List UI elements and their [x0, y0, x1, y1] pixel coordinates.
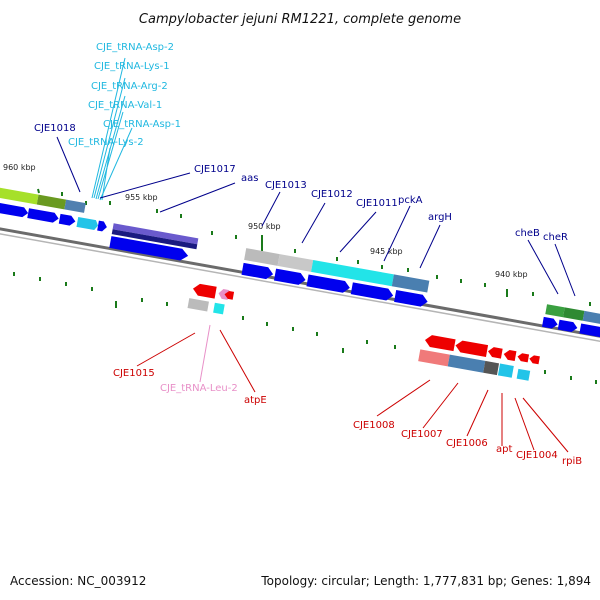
- feature-bar[interactable]: [311, 260, 394, 287]
- feature-bar[interactable]: [418, 349, 450, 367]
- feature-bar[interactable]: [213, 302, 225, 315]
- gene-arrow[interactable]: [0, 202, 29, 218]
- scale-label-950: 950 kbp: [248, 222, 281, 231]
- gene-arrow[interactable]: [97, 220, 108, 232]
- gene-arrow[interactable]: [394, 290, 429, 308]
- feature-bar[interactable]: [277, 254, 314, 272]
- gene-arrow-reverse[interactable]: [192, 283, 217, 299]
- feature-bar[interactable]: [244, 248, 280, 266]
- gene-arrow-reverse[interactable]: [517, 353, 530, 363]
- gene-label-cje1017[interactable]: CJE1017: [194, 164, 236, 175]
- feature-bar[interactable]: [391, 274, 430, 293]
- feature-bar[interactable]: [112, 223, 199, 245]
- gene-label-cheb[interactable]: cheB: [515, 228, 540, 239]
- gene-label-cje1012[interactable]: CJE1012: [311, 189, 353, 200]
- gene-label-cje1018[interactable]: CJE1018: [34, 123, 76, 134]
- gene-arrow-reverse[interactable]: [424, 334, 456, 352]
- map-title: Campylobacter jejuni RM1221, complete ge…: [139, 12, 461, 27]
- feature-bar[interactable]: [516, 368, 531, 381]
- gene-arrow[interactable]: [350, 282, 394, 301]
- feature-bar[interactable]: [497, 363, 514, 378]
- feature-bar[interactable]: [111, 229, 198, 250]
- feature-bar[interactable]: [447, 354, 486, 373]
- gene-arrow-reverse[interactable]: [503, 349, 517, 362]
- gene-label-trna-arg-2[interactable]: CJE_tRNA-Arg-2: [91, 81, 168, 92]
- gene-arrow[interactable]: [27, 208, 59, 223]
- gene-arrow[interactable]: [58, 213, 77, 227]
- scale-label-960: 960 kbp: [3, 163, 36, 172]
- gene-label-trna-asp-2[interactable]: CJE_tRNA-Asp-2: [96, 42, 174, 53]
- accession-text: Accession: NC_003912: [10, 574, 146, 588]
- gene-label-rpib[interactable]: rpiB: [562, 456, 582, 467]
- gene-label-cje1013[interactable]: CJE1013: [265, 180, 307, 191]
- gene-label-cje1011[interactable]: CJE1011: [356, 198, 398, 209]
- feature-bar[interactable]: [64, 199, 86, 213]
- gene-label-atpe[interactable]: atpE: [244, 395, 267, 406]
- scale-label-940: 940 kbp: [495, 270, 528, 279]
- gene-label-trna-lys-2[interactable]: CJE_tRNA-Lys-2: [68, 137, 144, 148]
- gene-label-trna-val-1[interactable]: CJE_tRNA-Val-1: [88, 100, 162, 111]
- gene-label-cje1004[interactable]: CJE1004: [516, 450, 558, 461]
- gene-label-cher[interactable]: cheR: [543, 232, 568, 243]
- gene-label-trna-asp-1[interactable]: CJE_tRNA-Asp-1: [103, 119, 181, 130]
- gene-arrow-reverse[interactable]: [224, 290, 235, 300]
- gene-label-trna-leu-2[interactable]: CJE_tRNA-Leu-2: [160, 383, 238, 394]
- gene-arrow-reverse[interactable]: [529, 355, 540, 365]
- feature-bar[interactable]: [582, 310, 600, 325]
- gene-label-trna-lys-1[interactable]: CJE_tRNA-Lys-1: [94, 61, 170, 72]
- gene-label-apt[interactable]: apt: [496, 444, 512, 455]
- reverse-features: [187, 283, 540, 381]
- scale-label-955: 955 kbp: [125, 193, 158, 202]
- gene-label-cje1008[interactable]: CJE1008: [353, 420, 395, 431]
- callout-lines: [56, 57, 576, 453]
- feature-bar[interactable]: [0, 187, 39, 205]
- gene-label-argh[interactable]: argH: [428, 212, 452, 223]
- gene-label-aas[interactable]: aas: [241, 173, 258, 184]
- scale-ticks: [13, 188, 597, 384]
- gene-arrow[interactable]: [557, 319, 578, 333]
- gene-arrow[interactable]: [306, 274, 350, 293]
- feature-bar[interactable]: [483, 360, 500, 376]
- trna-arrows[interactable]: [76, 216, 99, 231]
- feature-bar[interactable]: [545, 304, 565, 318]
- feature-bar[interactable]: [563, 307, 585, 321]
- scale-label-945: 945 kbp: [370, 247, 403, 256]
- gene-label-cje1007[interactable]: CJE1007: [401, 429, 443, 440]
- gene-arrow[interactable]: [273, 268, 307, 286]
- gene-label-cje1015[interactable]: CJE1015: [113, 368, 155, 379]
- gene-label-pcka[interactable]: pckA: [398, 195, 423, 206]
- gene-arrow[interactable]: [241, 262, 274, 280]
- gene-arrow-reverse[interactable]: [454, 340, 489, 357]
- gene-arrow[interactable]: [109, 236, 189, 262]
- genome-backbone: [0, 227, 600, 342]
- feature-bar[interactable]: [36, 194, 67, 210]
- genome-summary-text: Topology: circular; Length: 1,777,831 bp…: [260, 574, 591, 588]
- feature-bar[interactable]: [187, 298, 209, 312]
- forward-features: [0, 187, 600, 338]
- gene-arrow-reverse[interactable]: [487, 346, 503, 359]
- gene-label-cje1006[interactable]: CJE1006: [446, 438, 488, 449]
- gene-arrow[interactable]: [579, 323, 600, 338]
- gene-arrow[interactable]: [542, 316, 559, 329]
